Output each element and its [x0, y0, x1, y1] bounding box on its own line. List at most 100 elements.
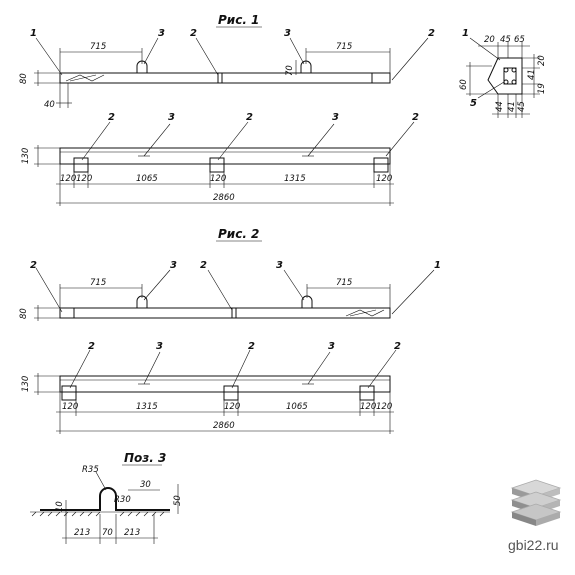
- callout: 1: [30, 28, 37, 39]
- callout: 1: [462, 28, 469, 39]
- dim-label: 715: [336, 278, 352, 288]
- dim-label: 120: [224, 402, 240, 412]
- dim-label: R30: [114, 495, 131, 505]
- figure2-top-view: 715 715 80 2 3 2 3 1: [19, 260, 441, 321]
- callout: 2: [246, 112, 253, 123]
- dim-label: 41: [507, 101, 517, 112]
- callout: 2: [200, 260, 207, 271]
- beam-hatch: [345, 309, 385, 317]
- dim-label: 715: [90, 278, 106, 288]
- leader: [195, 37, 219, 76]
- callout: 2: [428, 28, 435, 39]
- dim-label: 715: [336, 42, 352, 52]
- callout: 2: [108, 112, 115, 123]
- callout: 2: [248, 341, 255, 352]
- dim-label: 80: [19, 308, 29, 319]
- dim-label: 44: [495, 101, 505, 112]
- leader: [69, 349, 91, 389]
- dim-label: 80: [19, 73, 29, 84]
- callout: 2: [30, 260, 37, 271]
- dim-label: 41: [527, 69, 537, 80]
- figure1-top-view: 715 715 80 70 40 1 3 2 3 2: [19, 28, 435, 110]
- figure1-title: Рис. 1: [218, 13, 259, 27]
- support-pad: [73, 157, 89, 173]
- callout: 5: [470, 98, 477, 109]
- beam-outline: [59, 147, 391, 165]
- dim-label: 120: [60, 174, 76, 184]
- leader: [477, 81, 505, 99]
- watermark-text: gbi22.ru: [508, 537, 559, 553]
- leader: [143, 351, 161, 385]
- leader: [231, 349, 251, 389]
- beam-outline: [59, 307, 391, 319]
- leader: [143, 37, 159, 65]
- callout: 3: [158, 28, 165, 39]
- callout: 3: [284, 28, 291, 39]
- support-pad: [373, 157, 389, 173]
- section-core: [503, 67, 517, 85]
- dim-label: 1315: [136, 402, 158, 412]
- dim-label: 30: [140, 480, 151, 490]
- dim-label: 50: [173, 495, 183, 506]
- cross-section: 20 45 65 60 20 41 19 44 41 45 1 5: [459, 28, 547, 118]
- dim-label: 1065: [286, 402, 308, 412]
- dim-label: 45: [517, 101, 527, 112]
- dim-label: 40: [44, 100, 55, 110]
- dim-label: 45: [500, 35, 511, 45]
- dim-label-overall: 2860: [213, 193, 235, 203]
- dim-label-overall: 2860: [213, 421, 235, 431]
- figure2-side-view: 130 120 1315 120 1065 120 120 2860 2 3 2…: [21, 341, 401, 434]
- site-logo: [510, 479, 562, 526]
- leader: [143, 123, 171, 157]
- dim-label: 1065: [136, 174, 158, 184]
- support-pad: [61, 385, 77, 401]
- dim-label: 130: [21, 376, 31, 392]
- rebar-circle: [503, 67, 509, 73]
- dim-label: 213: [74, 528, 90, 538]
- rebar-circle: [511, 79, 517, 85]
- leader: [289, 37, 305, 65]
- leader: [469, 37, 501, 61]
- callout: 3: [276, 260, 283, 271]
- callout: 2: [394, 341, 401, 352]
- support-pad: [223, 385, 239, 401]
- dim-label: 19: [537, 83, 547, 94]
- leader: [385, 121, 415, 157]
- section-outline: [487, 57, 523, 95]
- leader: [307, 351, 331, 385]
- dim-label: 130: [21, 148, 31, 164]
- leader: [307, 123, 335, 157]
- support-pad: [209, 157, 225, 173]
- figure1-side-view: 130 120 120 1065 120 1315 120 2860 2 3 2…: [21, 112, 419, 206]
- leader: [207, 269, 233, 311]
- detail-view: R35 R30 30 10 50 213 70 213: [30, 465, 183, 544]
- support-pad: [359, 385, 375, 401]
- leader: [35, 267, 63, 313]
- callout: 2: [88, 341, 95, 352]
- leader: [35, 37, 63, 76]
- leader: [217, 121, 249, 161]
- dim-label: 120: [376, 402, 392, 412]
- dim-label: 120: [360, 402, 376, 412]
- rebar-circle: [503, 79, 509, 85]
- callout: 3: [156, 341, 163, 352]
- dim-label: R35: [82, 465, 99, 475]
- callout: 3: [168, 112, 175, 123]
- callout: 2: [412, 112, 419, 123]
- dim-label: 70: [102, 528, 113, 538]
- leader: [367, 349, 397, 389]
- dim-label: 120: [62, 402, 78, 412]
- logo-slab-side: [536, 512, 560, 526]
- dim-label: 20: [537, 55, 547, 66]
- detail-title: Поз. 3: [124, 451, 166, 465]
- leader: [81, 121, 111, 161]
- leader: [95, 471, 107, 491]
- leader: [143, 269, 171, 301]
- callout: 1: [434, 260, 441, 271]
- callout: 3: [328, 341, 335, 352]
- dim-label: 20: [484, 35, 495, 45]
- dim-label: 120: [210, 174, 226, 184]
- leader: [391, 37, 429, 81]
- dim-label: 213: [124, 528, 140, 538]
